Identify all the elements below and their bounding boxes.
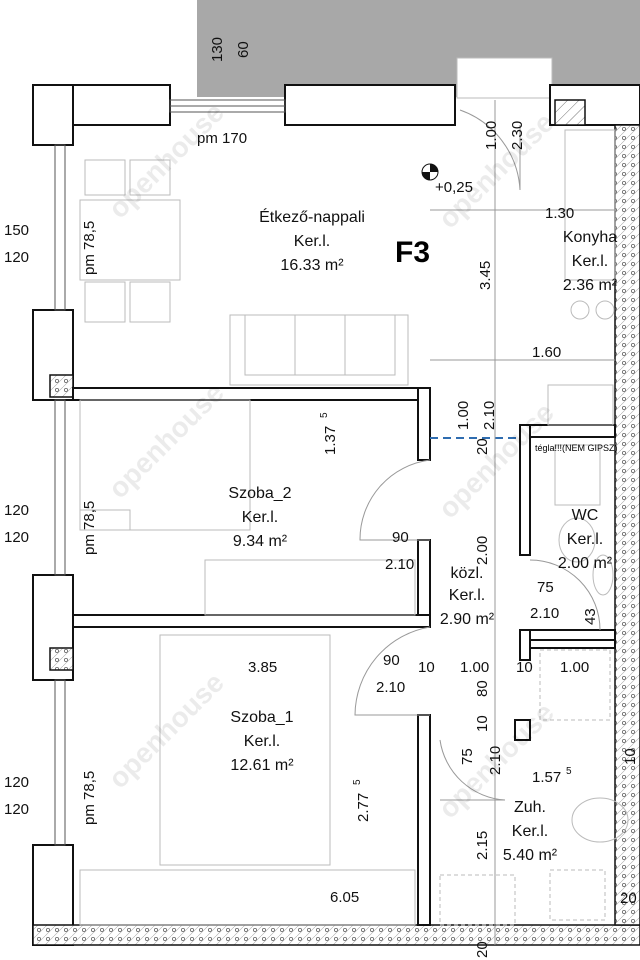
- entrance-landing: [456, 57, 553, 99]
- svg-text:pm 170: pm 170: [197, 130, 247, 147]
- svg-text:80: 80: [474, 680, 491, 697]
- svg-text:2.90 m²: 2.90 m²: [440, 611, 495, 628]
- furniture: [79, 129, 629, 926]
- svg-text:1.57: 1.57: [532, 769, 561, 786]
- svg-text:10: 10: [418, 659, 435, 676]
- svg-text:75: 75: [537, 579, 554, 596]
- svg-text:2.10: 2.10: [385, 556, 414, 573]
- svg-text:9.34 m²: 9.34 m²: [233, 533, 288, 550]
- svg-text:Ker.l.: Ker.l.: [242, 509, 278, 526]
- svg-text:pm 78,5: pm 78,5: [81, 501, 98, 555]
- svg-text:openhouse: openhouse: [102, 667, 230, 795]
- door-swings: [354, 109, 601, 801]
- interior-walls: [72, 387, 616, 926]
- svg-text:2.36 m²: 2.36 m²: [563, 277, 618, 294]
- watermark: openhouse openhouse openhouse openhouse …: [102, 97, 560, 825]
- svg-text:közl.: közl.: [451, 565, 484, 582]
- svg-text:120: 120: [4, 502, 29, 519]
- svg-text:1.30: 1.30: [545, 205, 574, 222]
- svg-text:10: 10: [622, 748, 639, 765]
- dimension-lines: [430, 100, 615, 945]
- room-wc: WC Ker.l. 2.00 m²: [558, 507, 613, 572]
- svg-text:120: 120: [4, 774, 29, 791]
- svg-text:3.85: 3.85: [248, 659, 277, 676]
- svg-text:2.77: 2.77: [355, 793, 372, 822]
- svg-text:1.00: 1.00: [460, 659, 489, 676]
- outside-area: [197, 0, 640, 97]
- svg-text:5.40 m²: 5.40 m²: [503, 847, 558, 864]
- svg-text:Szoba_1: Szoba_1: [230, 709, 293, 726]
- svg-text:pm 78,5: pm 78,5: [81, 221, 98, 275]
- svg-text:43: 43: [582, 608, 599, 625]
- svg-text:3.45: 3.45: [477, 261, 494, 290]
- svg-text:5: 5: [319, 412, 330, 418]
- brick-note: tégla!!!(NEM GIPSZ): [535, 443, 618, 453]
- svg-text:1.37: 1.37: [322, 426, 339, 455]
- svg-text:120: 120: [4, 529, 29, 546]
- svg-text:20: 20: [474, 941, 491, 958]
- svg-text:1.00: 1.00: [483, 121, 500, 150]
- svg-text:Ker.l.: Ker.l.: [572, 253, 608, 270]
- svg-text:10: 10: [474, 715, 491, 732]
- svg-text:90: 90: [392, 529, 409, 546]
- svg-text:2.15: 2.15: [474, 831, 491, 860]
- svg-text:Ker.l.: Ker.l.: [449, 587, 485, 604]
- svg-text:2.00: 2.00: [474, 536, 491, 565]
- svg-text:WC: WC: [572, 507, 599, 524]
- svg-text:5: 5: [566, 766, 572, 777]
- svg-text:Ker.l.: Ker.l.: [567, 531, 603, 548]
- svg-text:16.33 m²: 16.33 m²: [280, 257, 344, 274]
- outer-walls: [32, 84, 640, 946]
- svg-text:12.61 m²: 12.61 m²: [230, 757, 294, 774]
- level-label: +0,25: [435, 179, 473, 196]
- svg-text:Étkező-nappali: Étkező-nappali: [259, 207, 365, 226]
- svg-text:2.30: 2.30: [509, 121, 526, 150]
- svg-text:pm 78,5: pm 78,5: [81, 771, 98, 825]
- svg-text:90: 90: [383, 652, 400, 669]
- svg-text:2.10: 2.10: [487, 746, 504, 775]
- unit-label: F3: [395, 236, 430, 269]
- svg-text:2.10: 2.10: [481, 401, 498, 430]
- svg-text:2.00 m²: 2.00 m²: [558, 555, 613, 572]
- svg-text:10: 10: [516, 659, 533, 676]
- svg-text:Konyha: Konyha: [563, 229, 617, 246]
- svg-text:5: 5: [352, 779, 363, 785]
- level-marker-icon: [421, 163, 439, 181]
- svg-text:2.10: 2.10: [530, 605, 559, 622]
- svg-text:1.00: 1.00: [455, 401, 472, 430]
- svg-text:1.00: 1.00: [560, 659, 589, 676]
- svg-text:20: 20: [474, 438, 491, 455]
- svg-text:Ker.l.: Ker.l.: [512, 823, 548, 840]
- room-hallway: közl. Ker.l. 2.90 m²: [440, 565, 495, 628]
- svg-text:60: 60: [235, 41, 252, 58]
- svg-text:6.05: 6.05: [330, 889, 359, 906]
- dimension-labels: pm 170 1.30 1.60 150 120 120 120 120 120…: [4, 130, 589, 906]
- svg-text:2.10: 2.10: [376, 679, 405, 696]
- svg-text:150: 150: [4, 222, 29, 239]
- svg-text:Szoba_2: Szoba_2: [228, 485, 291, 502]
- room-shower: Zuh. Ker.l. 5.40 m²: [503, 799, 558, 864]
- svg-text:20: 20: [620, 890, 637, 907]
- vertical-dimension-labels: 130 60 1.00 2.30 3.45 1.00 2.10 20 pm 78…: [81, 37, 639, 958]
- svg-text:130: 130: [209, 37, 226, 62]
- windows: [54, 99, 286, 846]
- svg-text:120: 120: [4, 801, 29, 818]
- svg-text:120: 120: [4, 249, 29, 266]
- svg-text:75: 75: [459, 748, 476, 765]
- svg-text:Ker.l.: Ker.l.: [294, 233, 330, 250]
- svg-text:Ker.l.: Ker.l.: [244, 733, 280, 750]
- svg-text:Zuh.: Zuh.: [514, 799, 546, 816]
- svg-text:1.60: 1.60: [532, 344, 561, 361]
